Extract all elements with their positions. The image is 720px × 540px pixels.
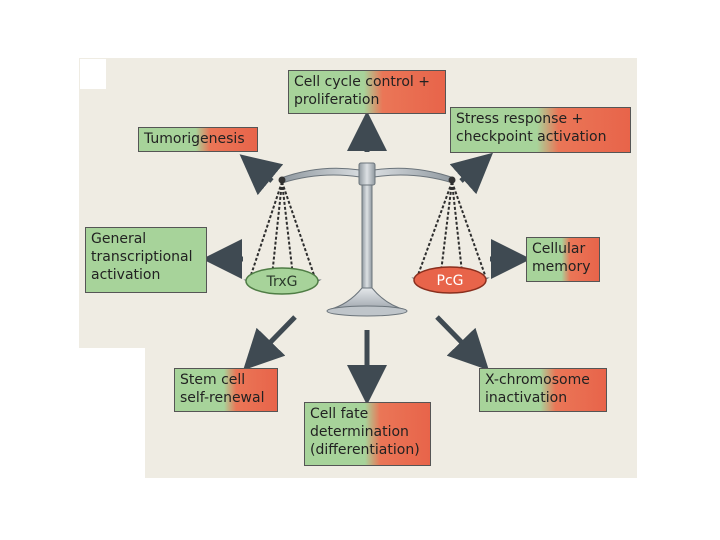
scale-top-cap — [359, 163, 375, 185]
arrow-down-right — [437, 317, 475, 356]
box-x-inactivation-text: X-chromosome inactivation — [485, 372, 590, 406]
box-tumorigenesis: Tumorigenesis — [138, 127, 258, 152]
scale-pillar — [362, 176, 372, 290]
box-stress-response: Stress response + checkpoint activation — [450, 107, 631, 153]
box-cell-cycle: Cell cycle control + proliferation — [288, 70, 446, 114]
box-cell-cycle-text: Cell cycle control + proliferation — [294, 74, 430, 108]
box-cell-fate-text: Cell fate determination (differentiation… — [310, 406, 420, 458]
arrow-up-right — [461, 166, 478, 181]
trxg-label: TrxG — [265, 274, 297, 290]
box-stem-cell: Stem cell self-renewal — [174, 368, 278, 412]
arrow-up-left — [255, 167, 272, 181]
box-stress-response-text: Stress response + checkpoint activation — [456, 111, 606, 145]
box-cellular-memory: Cellular memory — [526, 237, 600, 282]
box-cell-fate: Cell fate determination (differentiation… — [304, 402, 431, 466]
arrow-down-left — [257, 317, 295, 356]
box-stem-cell-text: Stem cell self-renewal — [180, 372, 264, 406]
box-general-transcription-text: General transcriptional activation — [91, 231, 193, 283]
pcg-label: PcG — [437, 273, 464, 289]
box-general-transcription: General transcriptional activation — [85, 227, 207, 293]
box-tumorigenesis-text: Tumorigenesis — [144, 131, 245, 147]
box-x-inactivation: X-chromosome inactivation — [479, 368, 607, 412]
box-cellular-memory-text: Cellular memory — [532, 241, 591, 275]
